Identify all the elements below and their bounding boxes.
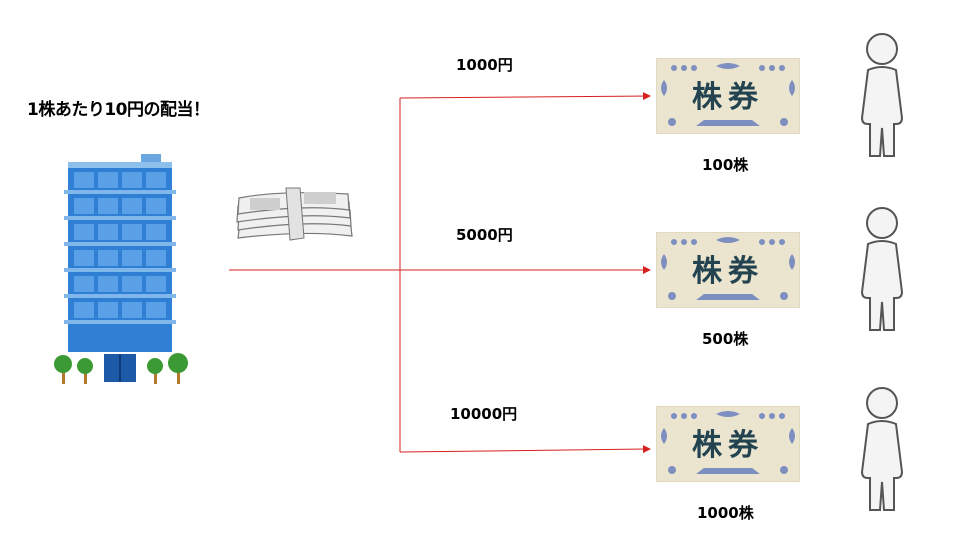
person-icon — [860, 387, 904, 511]
certificate-label: 株券 — [692, 80, 764, 115]
branch-arrow-bottom — [399, 445, 651, 454]
share-count: 500株 — [702, 330, 749, 348]
stock-certificate-icon: 株券 — [655, 57, 801, 135]
banknote-stack-icon — [236, 187, 353, 241]
person-icon — [860, 33, 904, 157]
dividend-amount: 1000円 — [456, 56, 513, 74]
stock-certificate-icon: 株券 — [655, 231, 801, 309]
certificate-label: 株券 — [692, 254, 764, 289]
person-icon — [860, 207, 904, 331]
office-building-icon — [54, 154, 188, 384]
stock-certificate-icon: 株券 — [655, 405, 801, 483]
dividend-amount: 5000円 — [456, 226, 513, 244]
share-count: 1000株 — [697, 504, 754, 522]
dividend-amount: 10000円 — [450, 405, 518, 423]
branch-arrow-top — [399, 92, 651, 101]
share-count: 100株 — [702, 156, 749, 174]
dividend-title: 1株あたり10円の配当！ — [27, 100, 210, 120]
certificate-label: 株券 — [692, 428, 764, 463]
